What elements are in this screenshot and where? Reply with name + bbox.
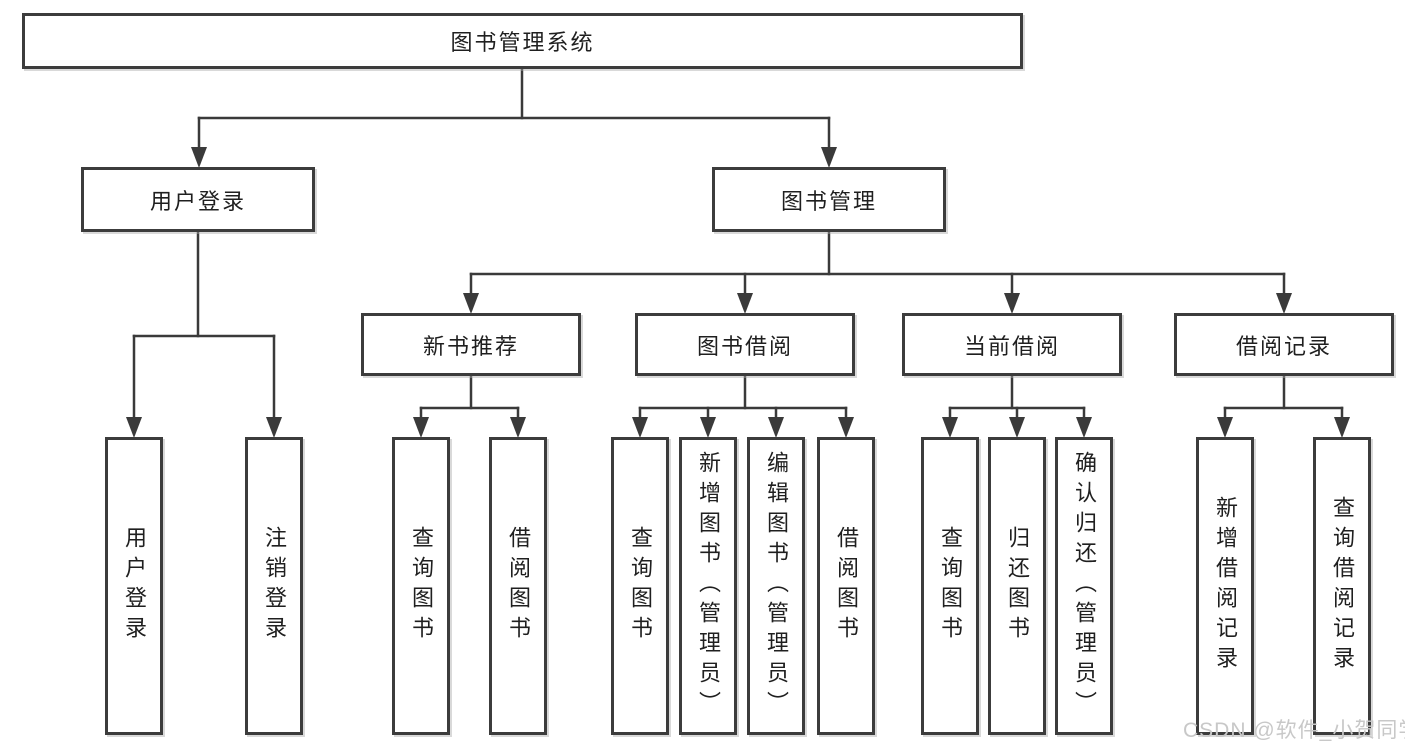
- arrowhead-icon: [838, 417, 854, 438]
- leaf-confirm-return-admin: 确认归还（管理员）: [1055, 437, 1113, 735]
- arrowhead-icon: [1004, 293, 1020, 314]
- leaf-query-borrow-record: 查询借阅记录: [1313, 437, 1371, 735]
- arrowhead-icon: [1217, 417, 1233, 438]
- leaf-query-books-current: 查询图书: [921, 437, 979, 735]
- arrowhead-icon: [413, 417, 429, 438]
- leaf-add-books-admin: 新增图书（管理员）: [679, 437, 737, 735]
- arrowhead-icon: [510, 417, 526, 438]
- arrowhead-icon: [1276, 293, 1292, 314]
- arrowhead-icon: [266, 417, 282, 438]
- arrowhead-icon: [737, 293, 753, 314]
- node-book-borrow: 图书借阅: [635, 313, 855, 376]
- csdn-watermark: CSDN @软件_小贺同学: [1183, 719, 1405, 742]
- arrowhead-icon: [632, 417, 648, 438]
- node-user-login: 用户登录: [81, 167, 315, 232]
- arrowhead-icon: [1009, 417, 1025, 438]
- arrowhead-icon: [942, 417, 958, 438]
- arrowhead-icon: [463, 293, 479, 314]
- arrowhead-icon: [768, 417, 784, 438]
- leaf-add-borrow-record: 新增借阅记录: [1196, 437, 1254, 735]
- leaf-query-books-rec: 查询图书: [392, 437, 450, 735]
- arrowhead-icon: [700, 417, 716, 438]
- node-current-borrow: 当前借阅: [902, 313, 1122, 376]
- leaf-edit-books-admin: 编辑图书（管理员）: [747, 437, 805, 735]
- arrowhead-icon: [191, 147, 207, 168]
- leaf-borrow-books-rec: 借阅图书: [489, 437, 547, 735]
- node-root: 图书管理系统: [22, 13, 1023, 69]
- node-borrow-records: 借阅记录: [1174, 313, 1394, 376]
- leaf-borrow-books: 借阅图书: [817, 437, 875, 735]
- arrowhead-icon: [821, 147, 837, 168]
- leaf-return-books: 归还图书: [988, 437, 1046, 735]
- node-book-mgmt: 图书管理: [712, 167, 946, 232]
- leaf-user-login: 用户登录: [105, 437, 163, 735]
- leaf-logout: 注销登录: [245, 437, 303, 735]
- node-new-book-rec: 新书推荐: [361, 313, 581, 376]
- arrowhead-icon: [1334, 417, 1350, 438]
- arrowhead-icon: [126, 417, 142, 438]
- leaf-query-books-borrow: 查询图书: [611, 437, 669, 735]
- arrowhead-icon: [1076, 417, 1092, 438]
